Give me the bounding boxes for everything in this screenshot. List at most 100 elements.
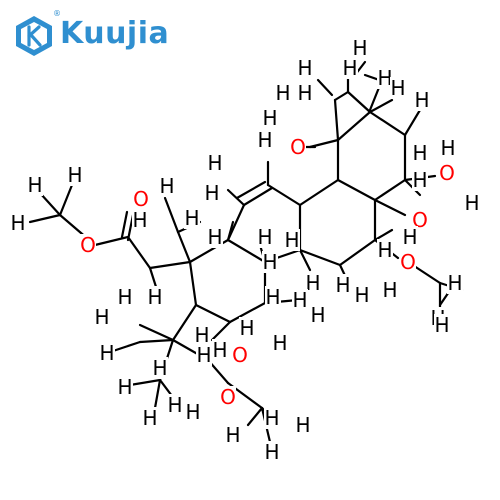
- atom-label-backdrop: [207, 226, 223, 248]
- hydrogen-atom-label: H: [117, 375, 132, 399]
- atom-label-backdrop: [10, 212, 26, 234]
- hydrogen-atom-label: H: [412, 168, 427, 192]
- atom-label-backdrop: [412, 142, 428, 164]
- atom-label-backdrop: [412, 169, 428, 191]
- atom-label-backdrop: [262, 107, 278, 129]
- atom-label-backdrop: [185, 401, 201, 423]
- atom-label-backdrop: [232, 344, 248, 366]
- hydrogen-atom-label: H: [67, 163, 82, 187]
- atom-label-backdrop: [94, 306, 110, 328]
- hydrogen-atom-label: H: [310, 303, 325, 327]
- hydrogen-atom-label: H: [434, 313, 449, 337]
- hydrogen-atom-label: H: [377, 238, 392, 262]
- oxygen-atom-label: O: [133, 187, 149, 211]
- atom-label-backdrop: [265, 286, 281, 308]
- hydrogen-atom-label: H: [262, 106, 277, 130]
- atom-label-backdrop: [352, 37, 368, 59]
- atom-label-backdrop: [133, 188, 149, 210]
- atom-label-backdrop: [377, 239, 393, 261]
- hydrogen-atom-label: H: [167, 393, 182, 417]
- atom-label-backdrop: [257, 129, 273, 151]
- bond: [316, 78, 334, 97]
- bond: [163, 196, 180, 234]
- atom-label-backdrop: [225, 424, 241, 446]
- hydrogen-atom-label: H: [207, 151, 222, 175]
- bond: [298, 248, 312, 272]
- oxygen-atom-label: O: [290, 135, 306, 159]
- hydrogen-atom-label: H: [390, 76, 405, 100]
- atom-label-backdrop: [412, 209, 428, 231]
- atom-label-backdrop: [117, 376, 133, 398]
- bond: [128, 378, 162, 387]
- bond: [373, 228, 394, 242]
- atom-label-backdrop: [152, 357, 168, 379]
- atom-label-backdrop: [440, 137, 456, 159]
- atom-label-backdrop: [80, 234, 96, 256]
- bond: [210, 320, 232, 342]
- hydrogen-atom-label: H: [440, 136, 455, 160]
- atom-label-backdrop: [272, 332, 288, 354]
- atom-label-backdrop: [284, 229, 300, 251]
- hydrogen-atom-label: H: [264, 440, 279, 464]
- bond: [148, 260, 192, 270]
- hydrogen-atom-label: H: [265, 285, 280, 309]
- bond: [368, 110, 407, 137]
- atom-label-backdrop: [335, 274, 351, 296]
- bond: [298, 178, 340, 207]
- atom-label-backdrop: [382, 279, 398, 301]
- hydrogen-atom-label: H: [297, 81, 312, 105]
- atom-label-backdrop: [99, 342, 115, 364]
- bond: [28, 213, 62, 224]
- atom-label-backdrop: [167, 394, 183, 416]
- hydrogen-atom-label: H: [382, 278, 397, 302]
- bond: [228, 301, 267, 324]
- atom-label-backdrop: [342, 57, 358, 79]
- atom-label-backdrop: [212, 339, 228, 361]
- atom-label-backdrop: [27, 174, 43, 196]
- hydrogen-atom-label: H: [142, 406, 157, 430]
- bond: [338, 238, 377, 267]
- bond: [235, 180, 267, 200]
- hydrogen-atom-label: H: [414, 88, 429, 112]
- bond: [226, 188, 246, 207]
- bond: [176, 230, 192, 264]
- hydrogen-atom-label: H: [147, 285, 162, 309]
- atom-label-backdrop: [67, 164, 83, 186]
- atom-label-backdrop: [262, 251, 278, 273]
- bond: [194, 303, 232, 324]
- atom-label-backdrop: [117, 286, 133, 308]
- bond: [373, 178, 407, 202]
- hydrogen-atom-label: H: [194, 323, 209, 347]
- hydrogen-atom-label: H: [239, 316, 254, 340]
- hydrogen-atom-label: H: [27, 173, 42, 197]
- atom-label-backdrop: [439, 162, 455, 184]
- hydrogen-atom-label: H: [464, 191, 479, 215]
- k-hexagon-logo-icon[interactable]: [12, 14, 56, 58]
- hydrogen-atom-label: H: [275, 81, 290, 105]
- oxygen-atom-label: O: [400, 250, 416, 274]
- bond: [308, 138, 340, 149]
- atom-label-backdrop: [402, 226, 418, 248]
- atom-label-backdrop: [292, 289, 308, 311]
- bond: [126, 235, 152, 270]
- bond: [226, 220, 235, 242]
- atom-label-backdrop: [142, 407, 158, 429]
- hydrogen-atom-label: H: [284, 228, 299, 252]
- hydrogen-atom-label: H: [132, 208, 147, 232]
- hydrogen-atom-label: H: [272, 331, 287, 355]
- hydrogen-atom-label: H: [412, 141, 427, 165]
- atom-label-backdrop: [264, 441, 280, 463]
- bond: [346, 90, 372, 114]
- bond: [373, 198, 407, 217]
- hydrogen-atom-label: H: [292, 288, 307, 312]
- bond: [188, 260, 198, 307]
- atom-label-backdrop: [400, 251, 416, 273]
- bond: [242, 186, 274, 207]
- bond: [120, 210, 129, 239]
- atom-label-backdrop: [132, 209, 148, 231]
- atom-label-backdrop: [196, 344, 212, 366]
- brand-name[interactable]: Kuujia: [60, 16, 170, 51]
- bond: [368, 98, 394, 114]
